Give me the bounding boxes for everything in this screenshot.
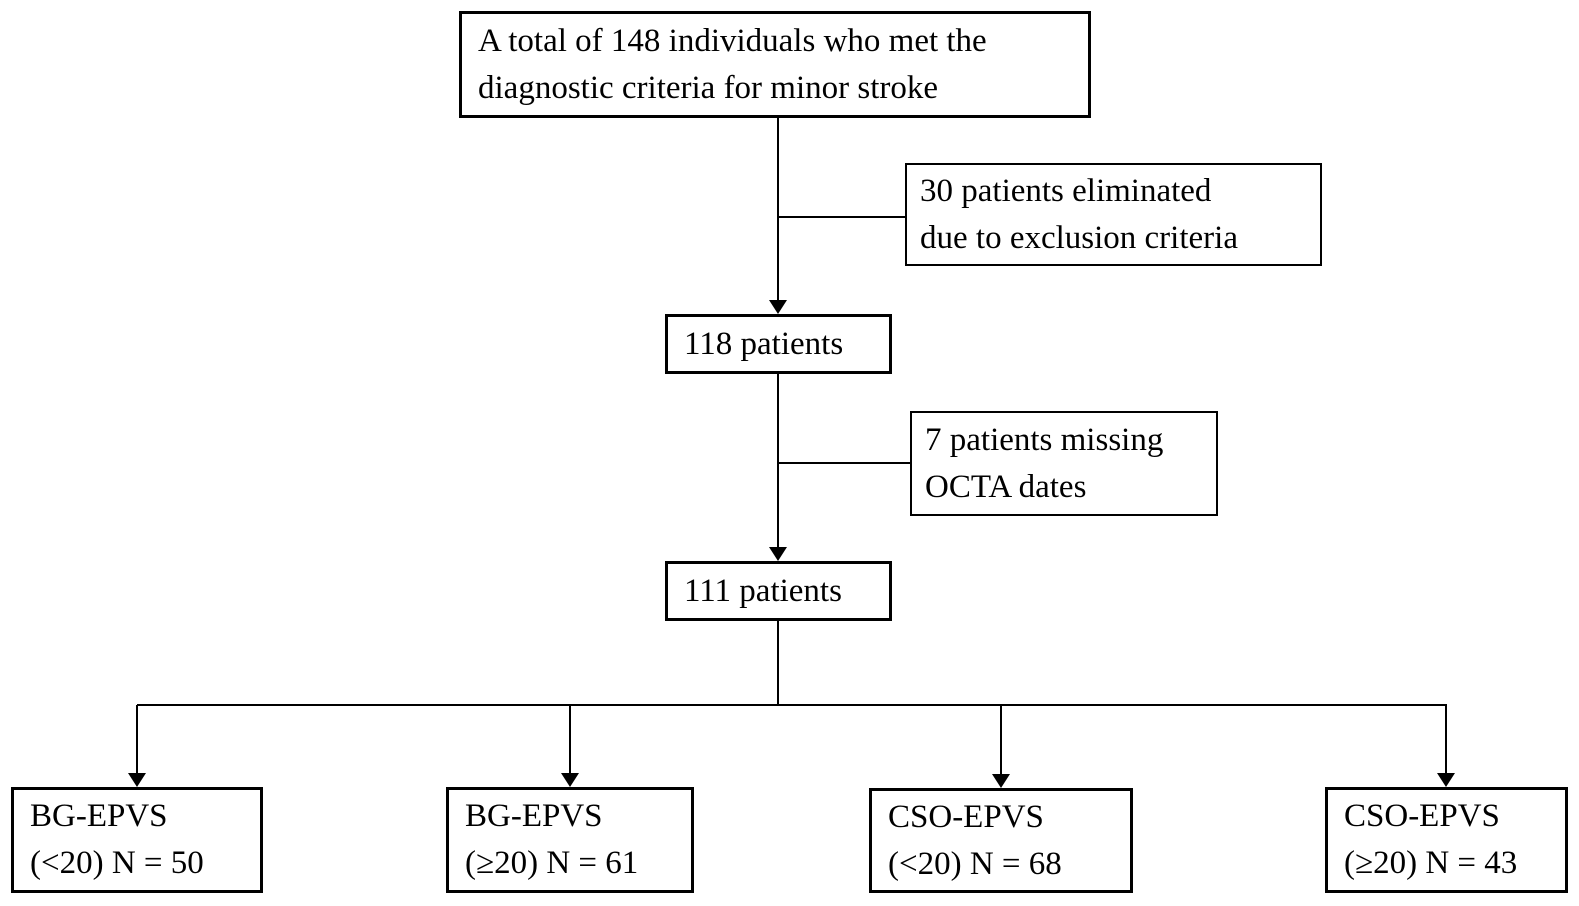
node-118-patients: 118 patients — [665, 314, 892, 374]
node-missing-line1: 7 patients missing — [925, 421, 1164, 458]
node-cso-ge20-line2: (≥20) N = 43 — [1344, 845, 1518, 881]
node-cso-ge20-line1: CSO-EPVS — [1344, 798, 1500, 834]
node-excluded-line1: 30 patients eliminated — [920, 172, 1212, 209]
arrowhead-into-cso-ge20 — [1437, 773, 1455, 787]
node-bg-lt20-line1: BG-EPVS — [30, 798, 168, 834]
node-excluded: 30 patients eliminated due to exclusion … — [905, 163, 1322, 266]
node-total-line1: A total of 148 individuals who met the — [478, 22, 987, 59]
node-bg-ge20-line1: BG-EPVS — [465, 798, 603, 834]
node-bg-epvs-lt20: BG-EPVS (<20) N = 50 — [11, 787, 263, 893]
node-missing-octa: 7 patients missing OCTA dates — [910, 411, 1218, 516]
node-cso-epvs-ge20: CSO-EPVS (≥20) N = 43 — [1325, 787, 1568, 893]
node-total-screened: A total of 148 individuals who met the d… — [459, 11, 1091, 118]
node-bg-lt20-line2: (<20) N = 50 — [30, 845, 204, 881]
node-118-text: 118 patients — [684, 325, 844, 362]
arrowhead-into-111 — [769, 547, 787, 561]
arrowhead-into-cso-lt20 — [992, 774, 1010, 788]
node-excluded-line2: due to exclusion criteria — [920, 219, 1238, 256]
node-111-patients: 111 patients — [665, 561, 892, 621]
node-bg-epvs-ge20: BG-EPVS (≥20) N = 61 — [446, 787, 694, 893]
arrowhead-into-118 — [769, 300, 787, 314]
node-cso-lt20-line1: CSO-EPVS — [888, 798, 1044, 835]
node-cso-lt20-line2: (<20) N = 68 — [888, 845, 1062, 882]
node-111-text: 111 patients — [684, 572, 842, 609]
arrowhead-into-bg-ge20 — [561, 773, 579, 787]
node-bg-ge20-line2: (≥20) N = 61 — [465, 845, 639, 881]
arrowhead-into-bg-lt20 — [128, 773, 146, 787]
node-cso-epvs-lt20: CSO-EPVS (<20) N = 68 — [869, 788, 1133, 893]
node-total-line2: diagnostic criteria for minor stroke — [478, 69, 939, 106]
node-missing-line2: OCTA dates — [925, 468, 1087, 505]
